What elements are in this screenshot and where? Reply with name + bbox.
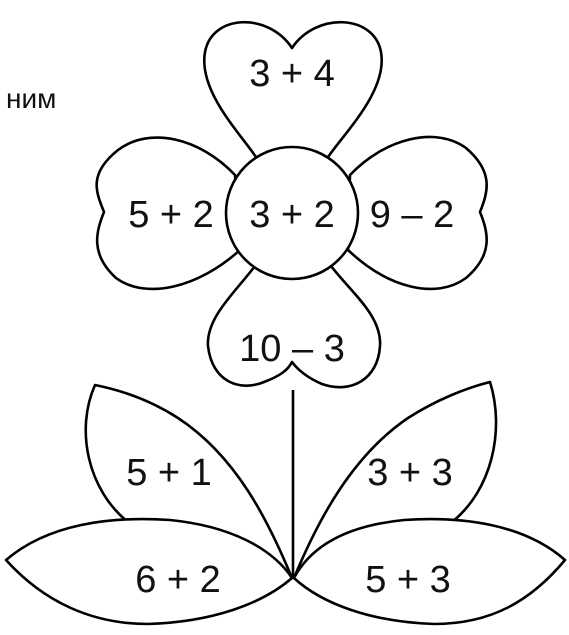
side-text: ним [6, 83, 56, 114]
petal-bottom [206, 260, 382, 389]
expr-leaf-upper-right: 3 + 3 [367, 452, 453, 494]
flower-center [224, 145, 360, 281]
expr-leaf-lower-right: 5 + 3 [365, 559, 451, 601]
leaf-lower-right [292, 517, 567, 626]
expr-center: 3 + 2 [249, 194, 335, 236]
expr-petal-left: 5 + 2 [128, 194, 214, 236]
petal-right [346, 135, 488, 291]
expr-leaf-upper-left: 5 + 1 [126, 452, 212, 494]
expr-petal-bottom: 10 – 3 [239, 328, 345, 370]
leaf-lower-left [4, 517, 294, 626]
petal-left [95, 136, 242, 291]
expr-petal-right: 9 – 2 [370, 194, 455, 236]
expr-leaf-lower-left: 6 + 2 [135, 559, 221, 601]
expr-petal-top: 3 + 4 [249, 53, 335, 95]
